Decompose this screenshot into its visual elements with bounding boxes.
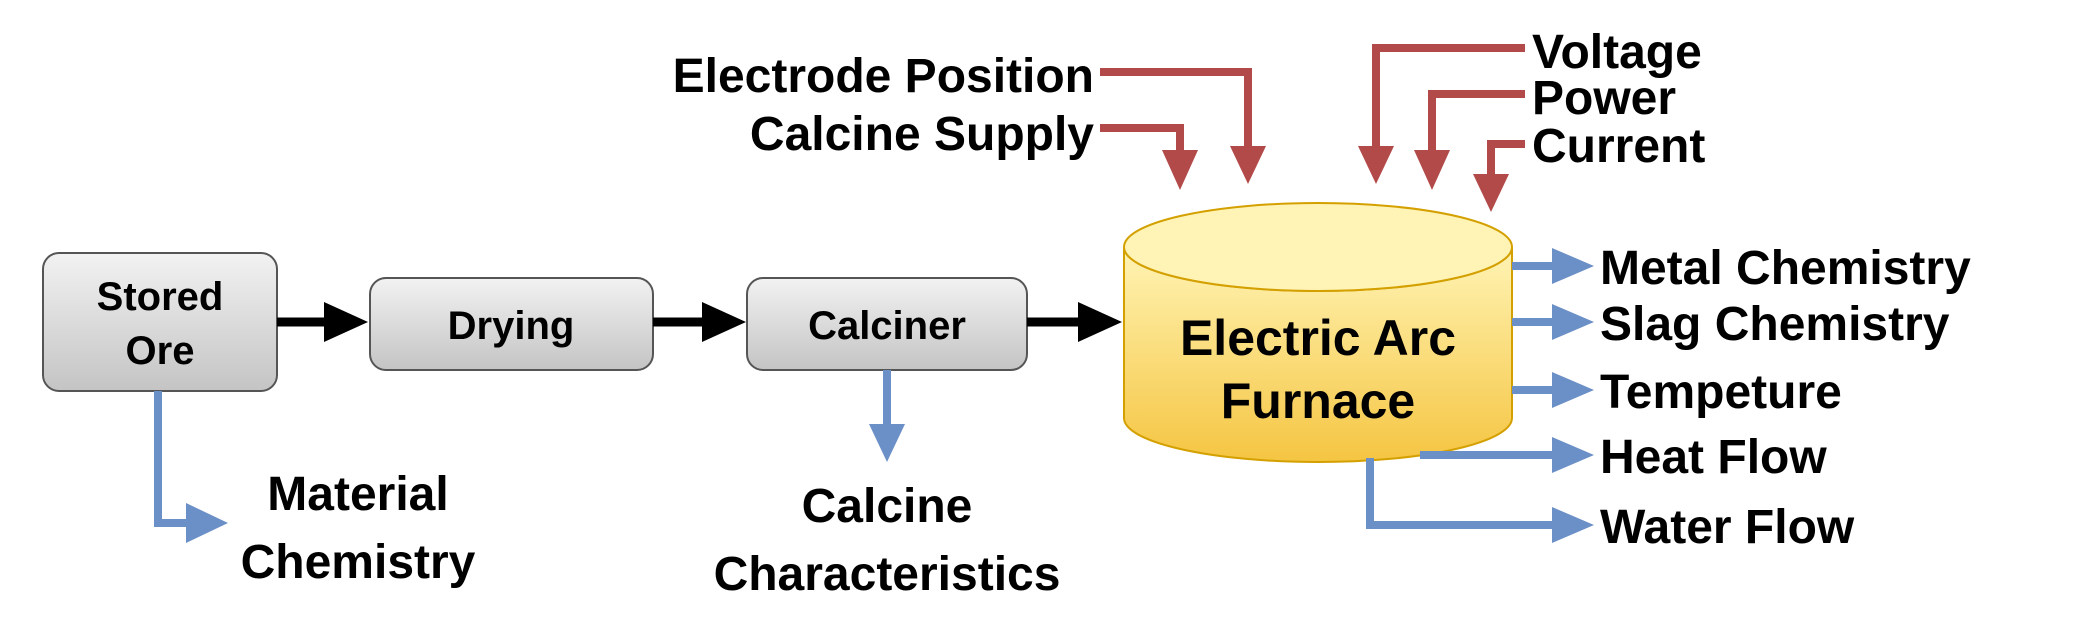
arrowhead-water-flow [1552,507,1594,543]
label-calcine-supply: Calcine Supply [750,108,1094,161]
arrowhead-tempeture [1552,372,1594,408]
flow-arrowhead-ore-to-drying [324,302,368,342]
stored-ore-label-line1: Stored [97,275,224,319]
arrowhead-metal-chemistry [1552,248,1594,284]
label-calcine-characteristics-line2: Characteristics [714,548,1061,601]
input-arrows [1100,44,1525,212]
arrow-material-chemistry [154,391,188,527]
arrowhead-power [1414,150,1450,190]
label-calcine-characteristics-line1: Calcine [802,480,973,533]
arrowhead-calcine-supply [1162,150,1198,190]
arrow-current [1487,140,1525,176]
main-flow-arrows [277,302,1122,342]
flow-arrowhead-drying-to-calciner [702,302,746,342]
label-voltage: Voltage [1532,26,1702,79]
arrow-voltage [1372,44,1525,148]
arrowhead-voltage [1358,146,1394,184]
label-metal-chemistry: Metal Chemistry [1600,242,1971,295]
arrow-calcine-supply [1100,124,1184,152]
arrow-electrode-position [1100,68,1252,148]
label-power: Power [1532,72,1676,125]
furnace-label-line1: Electric Arc [1180,310,1456,366]
label-material-chemistry-line1: Material [267,468,448,521]
label-heat-flow: Heat Flow [1600,431,1827,484]
furnace-cylinder-top [1123,202,1513,292]
arrow-water-flow [1366,458,1556,529]
label-water-flow: Water Flow [1600,501,1855,554]
arrowhead-heat-flow [1552,437,1594,473]
arrowhead-slag-chemistry [1552,304,1594,340]
output-arrows [154,248,1594,543]
arrowhead-material-chemistry [186,503,228,543]
arrowhead-current [1473,174,1509,212]
arrowhead-calcine-characteristics [869,424,905,462]
label-electrode-position: Electrode Position [673,50,1094,103]
label-current: Current [1532,120,1705,173]
label-slag-chemistry: Slag Chemistry [1600,298,1950,351]
arrowhead-electrode-position [1230,146,1266,184]
label-tempeture: Tempeture [1600,366,1842,419]
stored-ore-label-line2: Ore [126,329,195,373]
calciner-label: Calciner [808,304,966,348]
flow-arrowhead-calciner-to-furnace [1078,302,1122,342]
furnace-label-line2: Furnace [1221,373,1416,429]
drying-label: Drying [448,304,575,348]
arrow-power [1428,90,1525,152]
label-material-chemistry-line2: Chemistry [241,536,476,589]
